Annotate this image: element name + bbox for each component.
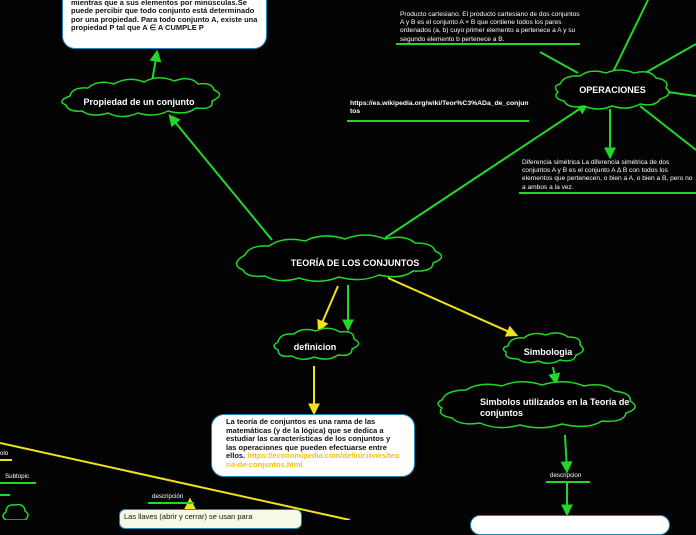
descripcion-label: descripcion [550,472,582,479]
cloud-simbolos[interactable] [437,381,636,429]
node-simbologia[interactable]: Simbologia [523,347,573,357]
left-short-line [0,494,10,496]
subtopic-label: Subtopic [5,473,30,480]
connector-simbolos-descripcion [560,434,573,474]
node-simbolos[interactable]: Simbolos utilizados en la Teoría de conj… [480,397,630,418]
connector-operaciones-producto [539,51,579,74]
connector-left-diagonal [0,442,351,520]
cloud-operaciones[interactable] [554,69,670,110]
descripcion2-label: descripción [152,493,184,500]
connector-operaciones-right [667,91,696,97]
mind-map-canvas [0,0,696,520]
connector-central-definicion [317,285,339,333]
connector-simbologia-simbolos [548,366,561,386]
topic-underline [0,459,12,461]
cloud-definicion[interactable] [273,327,360,360]
propiedad-note: refieren a los conjuntos por letras mayú… [62,0,267,49]
llaves-note-text: Las llaves (abrir y cerrar) se usan para [124,512,253,521]
node-propiedad[interactable]: Propiedad de un conjunto [83,97,195,107]
connector-central-simbologia [387,277,519,337]
producto-cartesiano-text: Producto cartesiano. El producto cartesi… [400,11,580,43]
cloud-central[interactable] [235,234,443,282]
diferencia-simetrica-text: Diferencia simétrica La diferencia simét… [522,159,693,191]
llaves-note: Las llaves (abrir y cerrar) se usan para [119,509,302,529]
cloud-left-small [2,503,29,520]
node-definicion[interactable]: definicion [293,342,337,352]
node-operaciones[interactable]: OPERACIONES [579,85,646,95]
connector-central-operaciones [384,102,589,239]
cloud-simbologia[interactable] [502,332,584,364]
wiki-underline [347,120,529,122]
cloud-propiedad[interactable] [61,77,221,118]
propiedad-note-text: refieren a los conjuntos por letras mayú… [71,0,258,33]
definicion-note-text: La teoría de conjuntos es una rama de la… [226,417,391,461]
producto-underline [396,43,580,45]
diferencia-underline [519,192,696,194]
bottom-right-box [470,515,670,535]
connector-operaciones-up2 [644,43,696,74]
connector-operaciones-up1 [612,0,649,73]
descripcion-underline [546,481,590,483]
wiki-link[interactable]: https://es.wikipedia.org/wiki/Teor%C3%AD… [350,100,529,116]
connector-central-propiedad [168,114,273,241]
central-topic[interactable]: TEORÍA DE LOS CONJUNTOS [290,258,420,268]
definicion-note: La teoría de conjuntos es una rama de la… [211,414,415,477]
topic-label-cut: olo [0,450,9,457]
descripcion2-underline [148,502,194,504]
subtopic-underline [0,482,36,484]
definicion-link[interactable]: https://economipedia.com/definiciones/te… [226,451,400,469]
connector-propiedad-box [149,49,162,83]
connector-operaciones-down-right [639,105,696,151]
